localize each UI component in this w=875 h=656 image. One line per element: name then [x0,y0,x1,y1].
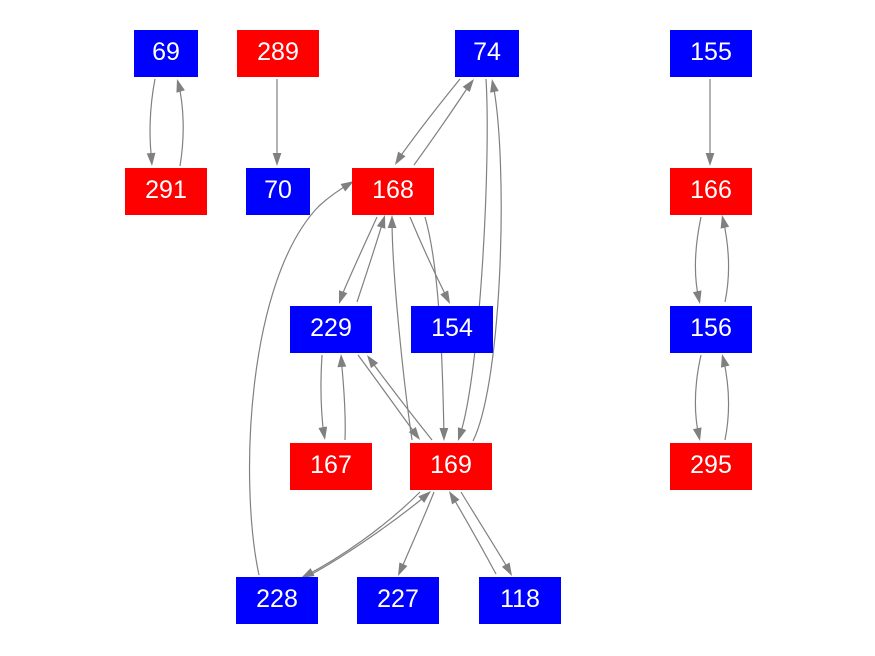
edge-arrowhead [501,562,512,576]
edge-arrowhead [720,354,730,368]
graph-node-label: 228 [256,585,298,613]
edge-arrowhead [367,355,379,369]
edge-arrowhead [272,153,282,166]
graph-node-295[interactable]: 295 [670,443,752,490]
graph-node-168[interactable]: 168 [352,168,434,215]
graph-node-289[interactable]: 289 [237,30,319,77]
graph-edge [694,354,702,438]
graph-node-label: 169 [430,451,472,479]
graph-edge [413,80,473,166]
edge-arrowhead [692,427,702,441]
graph-node-label: 155 [690,38,732,66]
graph-edge [356,217,385,303]
graph-edge [722,356,730,441]
edge-arrowhead [439,427,449,441]
graph-node-label: 74 [473,38,501,66]
graph-edge [396,78,461,162]
edge-arrowhead [462,79,474,93]
edge-arrowhead [337,354,347,368]
graph-node-74[interactable]: 74 [455,30,519,77]
graph-node-166[interactable]: 166 [670,168,752,215]
graph-edge [311,493,429,575]
graph-node-70[interactable]: 70 [246,168,310,215]
graph-node-label: 118 [500,585,540,613]
graph-node-label: 167 [310,451,352,479]
graph-edge [177,80,184,167]
graph-edge [339,216,378,301]
graph-node-label: 289 [257,38,299,66]
edge-arrowhead [457,427,467,441]
edge-arrowhead [376,215,386,229]
graph-edge [472,83,502,442]
graph-edge [149,78,156,163]
graph-node-228[interactable]: 228 [236,577,318,624]
graph-node-label: 291 [145,176,187,204]
edge-arrowhead [146,152,156,166]
edge-arrowhead [490,79,499,93]
graph-edge [340,356,346,441]
graph-edge [399,491,435,573]
graph-edge [357,354,418,437]
edge-arrowhead [176,79,185,93]
graph-node-label: 166 [690,176,732,204]
graph-node-69[interactable]: 69 [134,30,198,77]
graph-node-label: 69 [152,38,180,66]
graph-node-label: 168 [372,176,414,204]
graph-edge [450,493,497,575]
graph-edge [368,357,433,441]
graph-node-label: 295 [690,451,732,479]
edge-arrowhead [418,491,431,503]
graph-edge [248,182,352,576]
edge-arrowhead [339,290,348,304]
edge-arrowhead [318,426,328,440]
graph-edge [722,218,730,303]
edge-arrowhead [408,426,420,440]
graph-edge [391,218,413,441]
graph-node-154[interactable]: 154 [411,306,493,353]
graph-node-156[interactable]: 156 [670,306,752,353]
graph-node-167[interactable]: 167 [290,443,372,490]
edge-arrowhead [449,491,460,505]
graph-node-155[interactable]: 155 [670,30,752,77]
edge-arrowhead [720,215,730,229]
edge-arrowhead [692,290,702,304]
graph-edge [409,216,449,301]
graph-node-229[interactable]: 229 [290,306,372,353]
graph-edge [460,491,511,573]
graph-node-label: 156 [690,314,732,342]
edge-arrowhead [440,290,450,304]
graph-edge [694,216,702,301]
edge-arrowhead [398,562,408,576]
graph-edge [320,354,325,437]
graph-node-169[interactable]: 169 [410,443,492,490]
edge-arrowhead [387,215,397,229]
graph-node-label: 70 [264,176,292,204]
graph-node-label: 229 [310,314,352,342]
graph-node-291[interactable]: 291 [125,168,207,215]
graph-node-label: 227 [377,585,419,613]
graph-node-label: 154 [431,314,473,342]
graph-node-227[interactable]: 227 [357,577,439,624]
edge-arrowhead [395,151,406,165]
graph-node-118[interactable]: 118 [479,577,561,624]
graph-edge [458,78,488,439]
edge-arrowhead [705,153,715,166]
graph-edge [304,491,421,577]
